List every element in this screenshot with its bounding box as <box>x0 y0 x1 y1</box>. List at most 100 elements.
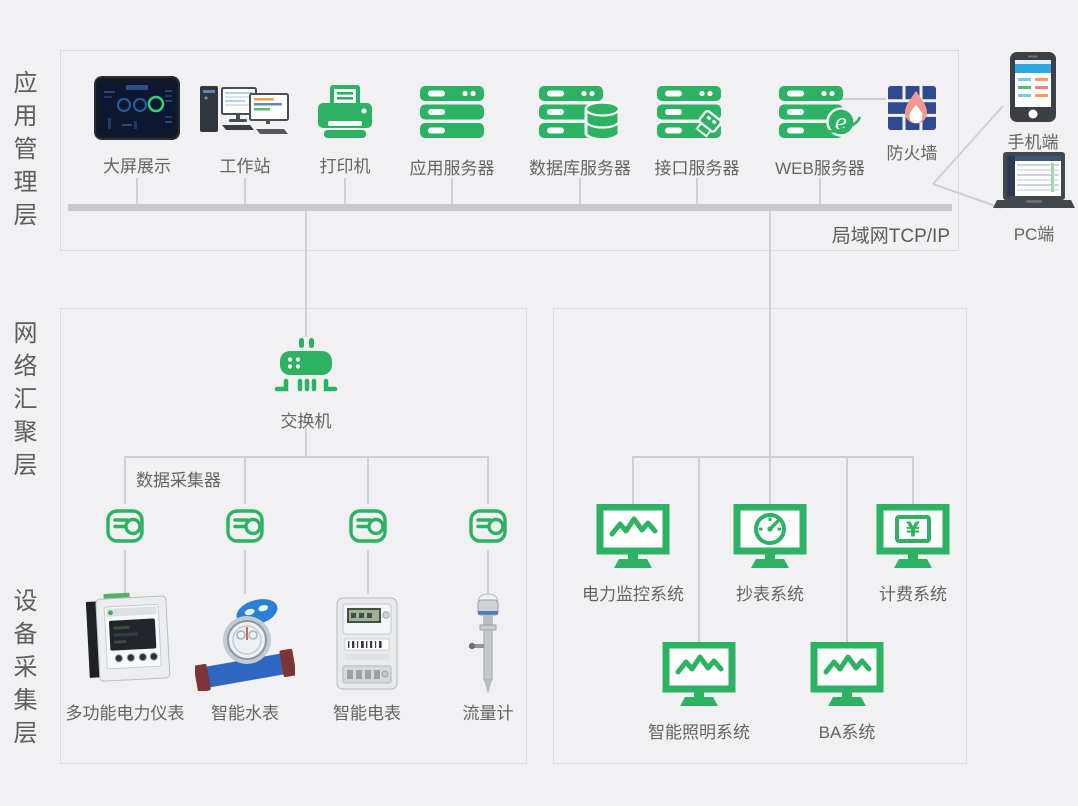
data-collector-icon <box>346 504 390 548</box>
node-label: 智能电表 <box>333 704 401 723</box>
node-label: 数据库服务器 <box>529 159 631 178</box>
connector-line <box>367 456 369 504</box>
node-label: 大屏展示 <box>103 157 171 176</box>
application-layer-box <box>60 50 959 251</box>
connector-line <box>912 456 914 504</box>
connector-line <box>698 456 700 642</box>
node-switch: 交换机 <box>274 336 338 432</box>
interface-server-icon <box>657 86 722 138</box>
node-ba-system: BA系统 <box>809 642 885 743</box>
node-power-meter: 多功能电力仪表 <box>66 592 185 724</box>
connector-line <box>451 178 453 204</box>
node-lighting-system: 智能照明系统 <box>648 642 750 743</box>
connector-line <box>305 428 307 457</box>
connector-line <box>838 98 886 100</box>
node-label: PC端 <box>1013 225 1055 244</box>
connector-line <box>633 456 913 458</box>
connector-line <box>769 456 771 504</box>
node-label: 电力监控系统 <box>582 585 684 604</box>
node-label: 智能照明系统 <box>648 723 750 742</box>
connector-line <box>487 456 489 504</box>
workstation-icon <box>200 86 289 134</box>
collection-left-box <box>60 308 527 764</box>
connector-line <box>819 178 821 204</box>
electric-meter-photo <box>336 597 398 690</box>
node-label: 多功能电力仪表 <box>65 704 185 723</box>
layer-label-network: 网络汇聚层 <box>9 320 36 485</box>
node-label: 工作站 <box>219 157 271 176</box>
connector-line <box>305 211 307 337</box>
connector-line <box>487 550 489 594</box>
mobile-phone-icon <box>1010 52 1056 122</box>
node-printer: 打印机 <box>305 84 385 177</box>
systems-right-box <box>553 308 967 764</box>
switch-icon <box>273 336 339 394</box>
firewall-icon <box>888 86 936 132</box>
connector-line <box>124 550 126 594</box>
database-server-icon <box>539 86 621 141</box>
collector-group-label: 数据采集器 <box>136 471 221 490</box>
water-meter-photo <box>195 599 295 691</box>
node-label: WEB服务器 <box>775 159 865 178</box>
connector-line <box>769 211 771 457</box>
connector-line <box>632 456 634 504</box>
node-database-server: 数据库服务器 <box>510 86 650 179</box>
connector-line <box>124 456 126 504</box>
node-flow-meter: 流量计 <box>463 592 514 724</box>
laptop-icon <box>993 152 1075 208</box>
power-meter-photo <box>85 592 171 682</box>
node-app-server: 应用服务器 <box>396 86 508 179</box>
connector-line <box>579 178 581 204</box>
dashboard-screen-icon <box>94 76 180 140</box>
connector-line <box>846 456 848 642</box>
connector-line <box>244 456 246 504</box>
node-workstation: 工作站 <box>193 84 297 177</box>
node-billing-system: 计费系统 <box>875 504 951 605</box>
node-web-server: e WEB服务器 <box>758 86 882 179</box>
data-collector-icon <box>223 504 267 548</box>
monitor-waveform-icon <box>661 642 737 708</box>
web-server-icon: e <box>779 86 861 138</box>
connector-line <box>136 178 138 204</box>
connector-line <box>696 178 698 204</box>
node-label: BA系统 <box>818 723 876 742</box>
node-firewall: 防火墙 <box>884 86 940 164</box>
layer-label-device: 设备采集层 <box>9 588 36 753</box>
node-pc-client: PC端 <box>993 152 1075 245</box>
printer-icon <box>318 85 372 138</box>
node-label: 交换机 <box>280 412 332 431</box>
data-collector-icon <box>466 504 510 548</box>
node-label: 流量计 <box>462 704 514 723</box>
node-big-screen: 大屏展示 <box>85 76 189 177</box>
app-server-icon <box>420 86 484 138</box>
node-label: 应用服务器 <box>409 159 495 178</box>
monitor-waveform-icon <box>809 642 885 708</box>
monitor-gauge-icon <box>732 504 808 570</box>
node-label: 防火墙 <box>886 144 938 163</box>
client-connector-lines <box>932 105 1004 209</box>
node-label: 接口服务器 <box>654 159 740 178</box>
node-label: 手机端 <box>1007 133 1059 152</box>
node-interface-server: 接口服务器 <box>637 86 757 179</box>
connector-line <box>367 550 369 594</box>
node-power-monitoring-system: 电力监控系统 <box>582 504 684 605</box>
connector-line <box>244 178 246 204</box>
node-label: 打印机 <box>319 157 371 176</box>
node-label: 计费系统 <box>879 585 947 604</box>
node-meter-reading-system: 抄表系统 <box>732 504 808 605</box>
layer-label-application: 应用管理层 <box>9 70 36 235</box>
monitor-waveform-icon <box>595 504 671 570</box>
connector-line <box>344 178 346 204</box>
node-water-meter: 智能水表 <box>195 596 295 724</box>
node-electric-meter: 智能电表 <box>333 596 401 724</box>
node-label: 抄表系统 <box>736 585 804 604</box>
lan-bus-bar <box>68 204 952 211</box>
flow-meter-photo <box>468 593 499 694</box>
node-label: 智能水表 <box>211 704 279 723</box>
data-collector-icon <box>103 504 147 548</box>
node-mobile-client: 手机端 <box>1002 52 1064 153</box>
monitor-yen-icon <box>875 504 951 570</box>
connector-line <box>244 550 246 594</box>
lan-bus-label: 局域网TCP/IP <box>831 226 950 247</box>
